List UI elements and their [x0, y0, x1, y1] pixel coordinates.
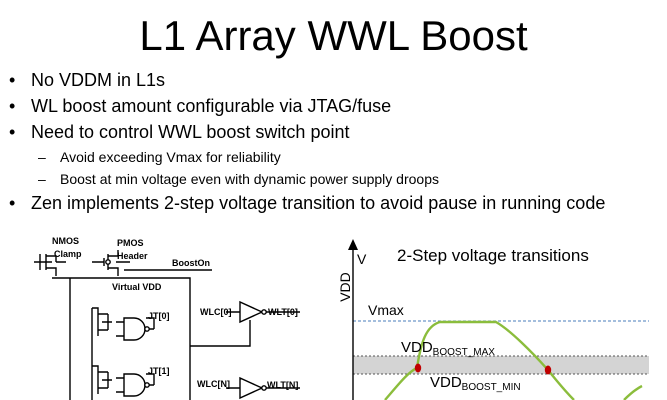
bullet-item: Need to control WWL boost switch point: [0, 121, 349, 143]
bullet-item: WL boost amount configurable via JTAG/fu…: [0, 95, 391, 117]
nmos-clamp-transistor: [34, 254, 66, 276]
wlcn-label: WLC[N]: [197, 379, 230, 389]
sub-bullet-item: Avoid exceeding Vmax for reliability: [0, 148, 281, 166]
y-axis-arrow: [348, 239, 358, 250]
wltn-label: WLT[N]: [267, 380, 298, 390]
switch-point-marker-up: [414, 363, 422, 373]
voltage-curve: [384, 320, 575, 400]
bullet-item: Zen implements 2-step voltage transition…: [0, 192, 605, 214]
row0-nand-bubble: [144, 326, 150, 332]
wlc0-label: WLC[0]: [200, 307, 232, 317]
wl-driver-n: [226, 376, 300, 400]
circuit-labels: NMOS Clamp PMOS Header BoostOn Virtual V…: [52, 236, 298, 390]
virtual-vdd-label: Virtual VDD: [112, 282, 162, 292]
voltage-curve-tail: [623, 384, 643, 400]
slide-title: L1 Array WWL Boost: [139, 12, 528, 59]
row1-nand-bubble: [144, 382, 150, 388]
row0-header-transistor: [91, 307, 112, 400]
nmos-clamp-label-2: Clamp: [54, 249, 82, 259]
pmos-bubble: [105, 259, 111, 265]
y-axis-vdd-label: VDD: [337, 272, 353, 302]
wl-driver-0: [226, 300, 300, 324]
sub-bullet-item: Boost at min voltage even with dynamic p…: [0, 170, 439, 188]
wwl-boost-circuit: [34, 250, 300, 400]
boost-on-label: BoostOn: [172, 258, 210, 268]
jt0-label: JT[0]: [148, 311, 170, 321]
voltage-transition-graph: 2-Step voltage transitions V VDD Vmax VD…: [337, 239, 649, 400]
boost-window-band: [353, 356, 649, 374]
vdd-boost-max-label: VDDBOOST_MAX: [401, 339, 495, 358]
jt1-label: JT[1]: [148, 366, 170, 376]
vdd-boost-min-label: VDDBOOST_MIN: [430, 374, 521, 393]
switch-point-marker-down: [544, 365, 552, 375]
virtual-vdd-rail: [52, 277, 191, 400]
nmos-clamp-label: NMOS: [52, 236, 79, 246]
vmax-label: Vmax: [368, 302, 404, 318]
row1-header-transistor: [92, 365, 112, 394]
wlt0-label: WLT[0]: [268, 307, 298, 317]
y-axis-v-label: V: [357, 251, 367, 267]
graph-title: 2-Step voltage transitions: [397, 246, 589, 265]
bullet-item: No VDDM in L1s: [0, 69, 165, 91]
pmos-header-label: PMOS: [117, 238, 144, 248]
pmos-header-label-2: Header: [117, 251, 148, 261]
